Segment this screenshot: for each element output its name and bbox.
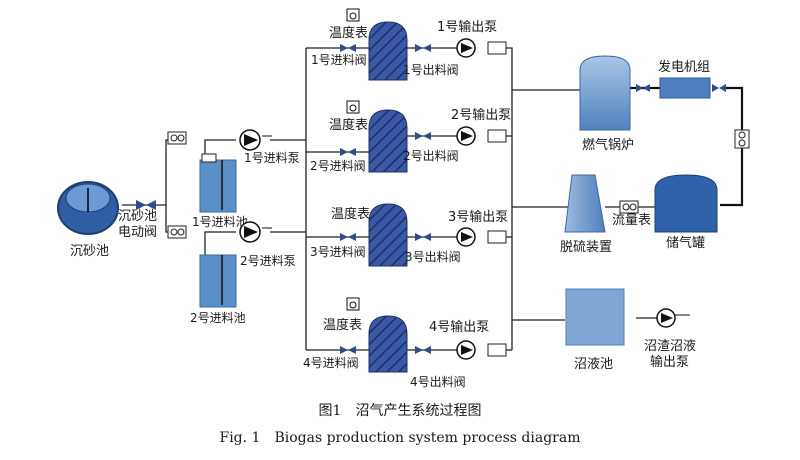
out-pump-1-label: 1号输出泵 <box>437 19 497 35</box>
caption-en: Fig. 1 Biogas production system process … <box>219 430 580 446</box>
in-valve-2-label: 2号进料阀 <box>310 159 366 173</box>
in-valve-3-label: 3号进料阀 <box>310 245 366 259</box>
digester-1 <box>368 21 408 81</box>
level-gauge-icon <box>734 129 750 149</box>
in-valve-1-label: 1号进料阀 <box>311 53 367 67</box>
sand-tank-label: 沉砂池 <box>70 244 109 259</box>
out-pump-4-label: 4号输出泵 <box>429 319 489 335</box>
slurry-pump-label-1: 沼渣沼液 <box>644 339 696 354</box>
pump-icon <box>456 340 507 360</box>
thermo-4-label: 温度表 <box>323 317 362 333</box>
in-valve-4-label: 4号进料阀 <box>303 356 359 370</box>
sand-tank <box>57 181 119 235</box>
digester-3 <box>368 203 408 267</box>
generator-set <box>659 77 711 99</box>
gas-boiler <box>579 55 631 131</box>
gas-tank-label: 储气罐 <box>666 235 705 251</box>
pump-icon <box>456 126 507 146</box>
digester-2 <box>368 109 408 173</box>
boiler-label: 燃气锅炉 <box>582 137 634 153</box>
feed-tank-2-label: 2号进料池 <box>190 311 246 325</box>
valve-icon <box>636 84 726 92</box>
feed-pump-1-label: 1号进料泵 <box>244 151 300 165</box>
desulfur-label: 脱硫装置 <box>560 240 612 255</box>
caption-cn: 图1 沼气产生系统过程图 <box>319 403 482 419</box>
thermometer-icon <box>346 100 360 114</box>
slurry-pool <box>565 288 625 346</box>
flowmeter-icon <box>619 200 639 214</box>
feed-pump-2-label: 2号进料泵 <box>240 254 296 268</box>
sand-valve-icon <box>136 200 156 210</box>
digester-4 <box>368 315 408 373</box>
level-gauge-icon <box>167 225 187 239</box>
out-valve-4-label: 4号出料阀 <box>410 375 466 389</box>
feed-tank-1-label: 1号进料池 <box>192 215 248 229</box>
out-valve-2-label: 2号出料阀 <box>403 149 459 163</box>
sand-valve-label-2: 电动阀 <box>118 225 157 240</box>
out-pump-2-label: 2号输出泵 <box>451 107 511 123</box>
out-pump-3-label: 3号输出泵 <box>448 209 508 225</box>
pump-icon <box>456 38 507 58</box>
gas-storage-tank <box>654 174 718 233</box>
feed-tank-2 <box>199 254 237 308</box>
sand-valve-label-1: 沉砂池 <box>118 209 157 224</box>
thermo-1-label: 温度表 <box>329 25 368 41</box>
out-valve-1-label: 1号出料阀 <box>403 63 459 77</box>
outlet-valve-icons <box>415 44 431 354</box>
pump-icon <box>656 308 690 328</box>
level-gauge-icon <box>167 131 187 145</box>
thermo-2-label: 温度表 <box>329 117 368 133</box>
flowmeter-label: 流量表 <box>612 213 651 228</box>
out-valve-3-label: 3号出料阀 <box>405 250 461 264</box>
pump-icon <box>239 129 272 151</box>
thermo-3-label: 温度表 <box>331 206 370 222</box>
pump-icon <box>456 227 507 247</box>
thermometer-icon <box>346 297 360 311</box>
slurry-pool-label: 沼液池 <box>574 357 613 372</box>
thermometer-icon <box>346 8 360 22</box>
generator-label: 发电机组 <box>658 59 710 75</box>
feed-tank-1 <box>199 153 237 213</box>
inlet-valve-icons <box>340 44 356 354</box>
pump-icon <box>239 221 272 243</box>
slurry-pump-label-2: 输出泵 <box>650 354 689 370</box>
desulfurization-unit <box>564 174 606 233</box>
